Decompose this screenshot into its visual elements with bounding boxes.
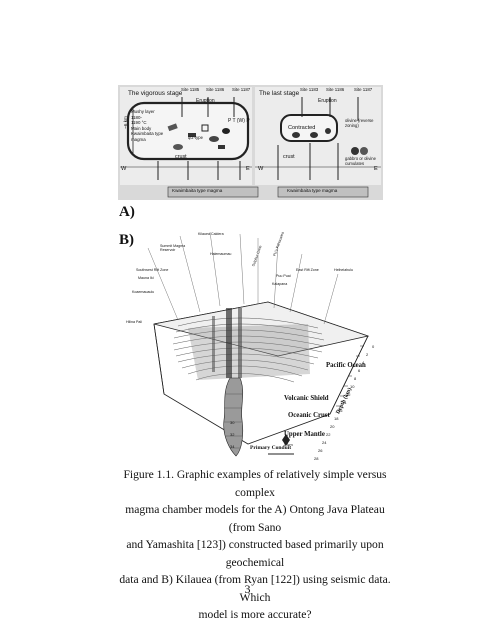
last-stage-panel [255,87,381,185]
caption-line: model is more accurate? [198,608,312,621]
east-rift-label: East Rift Zone [296,268,319,272]
olivine-label: olivine (reverse zoning) [345,118,374,128]
contracted-label: Contracted [288,125,316,131]
site-label: Site 1187 [232,87,251,92]
heiheiahulu-label: Heiheiahulu [334,268,353,272]
depth-tick: 10 [350,384,355,389]
puu-puai-label: Puu Puai [276,274,291,278]
vigorous-stage-panel [120,87,252,185]
volcanic-shield-label: Volcanic Shield [284,395,329,402]
crust-label: crust [283,154,295,160]
koaemauaulu-label: Koaemauaulu [132,290,155,294]
depth-tick: 22 [326,432,331,437]
summit-reservoir-label: Summit Magma Reservoir [160,244,186,253]
figure-a-label: A) [119,204,135,220]
pacific-ocean-label: Pacific Ocean [326,362,366,369]
caption-line: magma chamber models for the A) Ontong J… [125,503,385,534]
figure-a-diagram [118,85,383,200]
depth-tick: 34 [230,444,235,449]
depth-tick: 8 [354,376,357,381]
site-label: Site 1183 [300,87,319,92]
primary-conduit-label: Primary Conduit [250,445,292,451]
west-label: W [258,166,264,172]
caption-line: and Yamashita [123]) constructed based p… [126,538,384,569]
base-magma-label: Kwaimbaita type magma [287,188,338,193]
depth-tick: 24 [322,440,327,445]
kalapana-label: Kalapana [272,282,288,286]
halemaumau-label: Halemaumau [210,252,232,256]
depth-tick: 14 [342,400,347,405]
southwest-rift-label: Southwest Rift Zone [136,268,169,272]
scale-label: ~6 km [122,116,128,129]
east-label: E [374,166,378,172]
upper-mantle-label: Upper Mantle [284,431,325,438]
last-stage-title: The last stage [259,90,300,97]
depth-tick: 18 [334,416,339,421]
west-label: W [121,166,127,172]
depth-tick: 4 [362,360,365,365]
depth-tick: 0 [372,344,375,349]
depth-tick: 28 [314,456,319,461]
depth-tick: 20 [330,424,335,429]
oceanic-crust-label: Oceanic Crust [288,412,330,419]
depth-tick: 30 [230,420,235,425]
site-label: Site 1187 [354,87,373,92]
eruption-label: Eruption [318,98,337,104]
east-label: E [246,166,250,172]
depth-tick: 32 [230,432,235,437]
depth-tick: 26 [318,448,323,453]
mushy-layer-text: Mushy layer 1180- 1190 °C Main body Kwai… [131,109,164,142]
depth-tick: 2 [366,352,369,357]
eruption-label: Eruption [196,98,215,104]
site-label: Site 1186 [206,87,225,92]
vigorous-stage-title: The vigorous stage [128,90,183,97]
scale-bar-label: 5 km [284,442,293,447]
base-magma-label: Kwaimbaita type magma [172,188,223,193]
caption-line: data and B) Kilauea (from Ryan [122]) us… [119,573,391,604]
figure-b-diagram [147,231,370,457]
site-label: Site 1186 [326,87,345,92]
caption-line: Figure 1.1. Graphic examples of relative… [123,468,387,499]
page-number: 3 [244,582,251,596]
depth-tick: 6 [358,368,361,373]
hilina-pali-label: Hilina Pali [126,320,142,324]
caldera-label: Kilauea Caldera [198,232,224,236]
cumulate-label: gabbro or olivine cumulates [345,156,376,166]
qtz-type-label: qtz-type [188,135,203,140]
depth-tick: 16 [338,408,343,413]
figure-caption: Figure 1.1. Graphic examples of relative… [115,466,395,624]
depth-tick: 12 [346,392,351,397]
inset-label: P T (W) P [228,118,250,124]
site-label: Site 1185 [181,87,200,92]
crust-label: crust [175,154,187,160]
figure-b-label: B) [119,232,134,248]
mauna-iki-label: Mauna Iki [138,276,154,280]
